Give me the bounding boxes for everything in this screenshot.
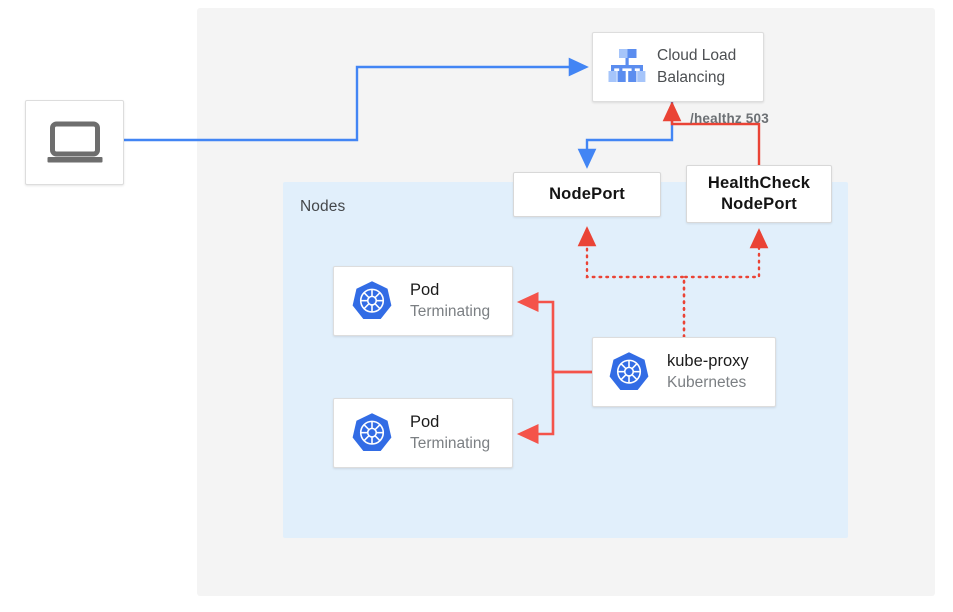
cloud-load-balancing-label: Cloud Load Balancing (657, 45, 736, 89)
cloud-load-balancing-node: Cloud Load Balancing (592, 32, 764, 102)
pod-node-2: Pod Terminating (333, 398, 513, 468)
laptop-icon (46, 121, 104, 165)
nodeport-label: NodePort (549, 185, 625, 203)
client-node (25, 100, 124, 185)
kubernetes-icon (607, 350, 651, 394)
pod-1-name: Pod (410, 281, 440, 299)
kubernetes-icon (350, 411, 394, 455)
kube-proxy-platform: Kubernetes (667, 374, 747, 391)
cloud-load-balancing-icon (605, 47, 649, 87)
pod-node-1: Pod Terminating (333, 266, 513, 336)
healthcheck-nodeport-node: HealthCheck NodePort (686, 165, 832, 223)
cloud-load-balancing-label-line2: Balancing (657, 69, 726, 86)
healthcheck-nodeport-label-line2: NodePort (721, 195, 797, 213)
kube-proxy-name: kube-proxy (667, 352, 749, 370)
nodeport-node: NodePort (513, 172, 661, 217)
kube-proxy-node: kube-proxy Kubernetes (592, 337, 776, 407)
nodes-region-label: Nodes (300, 198, 346, 215)
kubernetes-icon (350, 279, 394, 323)
pod-2-status: Terminating (410, 435, 491, 452)
pod-1-status: Terminating (410, 303, 491, 320)
cloud-load-balancing-label-line1: Cloud Load (657, 47, 737, 64)
healthz-edge-label: /healthz 503 (690, 111, 769, 126)
pod-2-name: Pod (410, 413, 440, 431)
healthcheck-nodeport-label-line1: HealthCheck (707, 174, 811, 192)
